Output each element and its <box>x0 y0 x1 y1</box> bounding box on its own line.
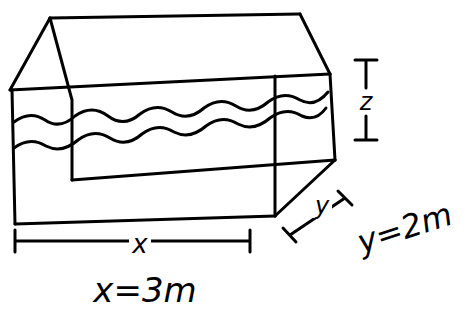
dimension-value: x=3m <box>93 273 196 307</box>
y-dimension <box>283 191 352 242</box>
hidden-back-bottom-edge <box>72 160 335 180</box>
dimension-value: y=2m <box>354 198 456 258</box>
hidden-back-left-edge <box>50 18 72 180</box>
water-wave <box>14 108 326 149</box>
dimension-label: y <box>312 194 332 218</box>
water-surface <box>14 92 328 124</box>
front-bottom-edge <box>15 216 275 224</box>
front-left-edge <box>12 90 15 224</box>
left-top-edge <box>10 18 50 90</box>
dimension-label: z <box>360 90 373 114</box>
dimension-label: x <box>129 231 150 257</box>
back-right-edge <box>330 74 335 160</box>
right-top-edge <box>300 14 330 74</box>
z-dimension <box>355 60 377 140</box>
back-top-edge <box>50 14 300 18</box>
front-top-edge <box>10 74 330 90</box>
